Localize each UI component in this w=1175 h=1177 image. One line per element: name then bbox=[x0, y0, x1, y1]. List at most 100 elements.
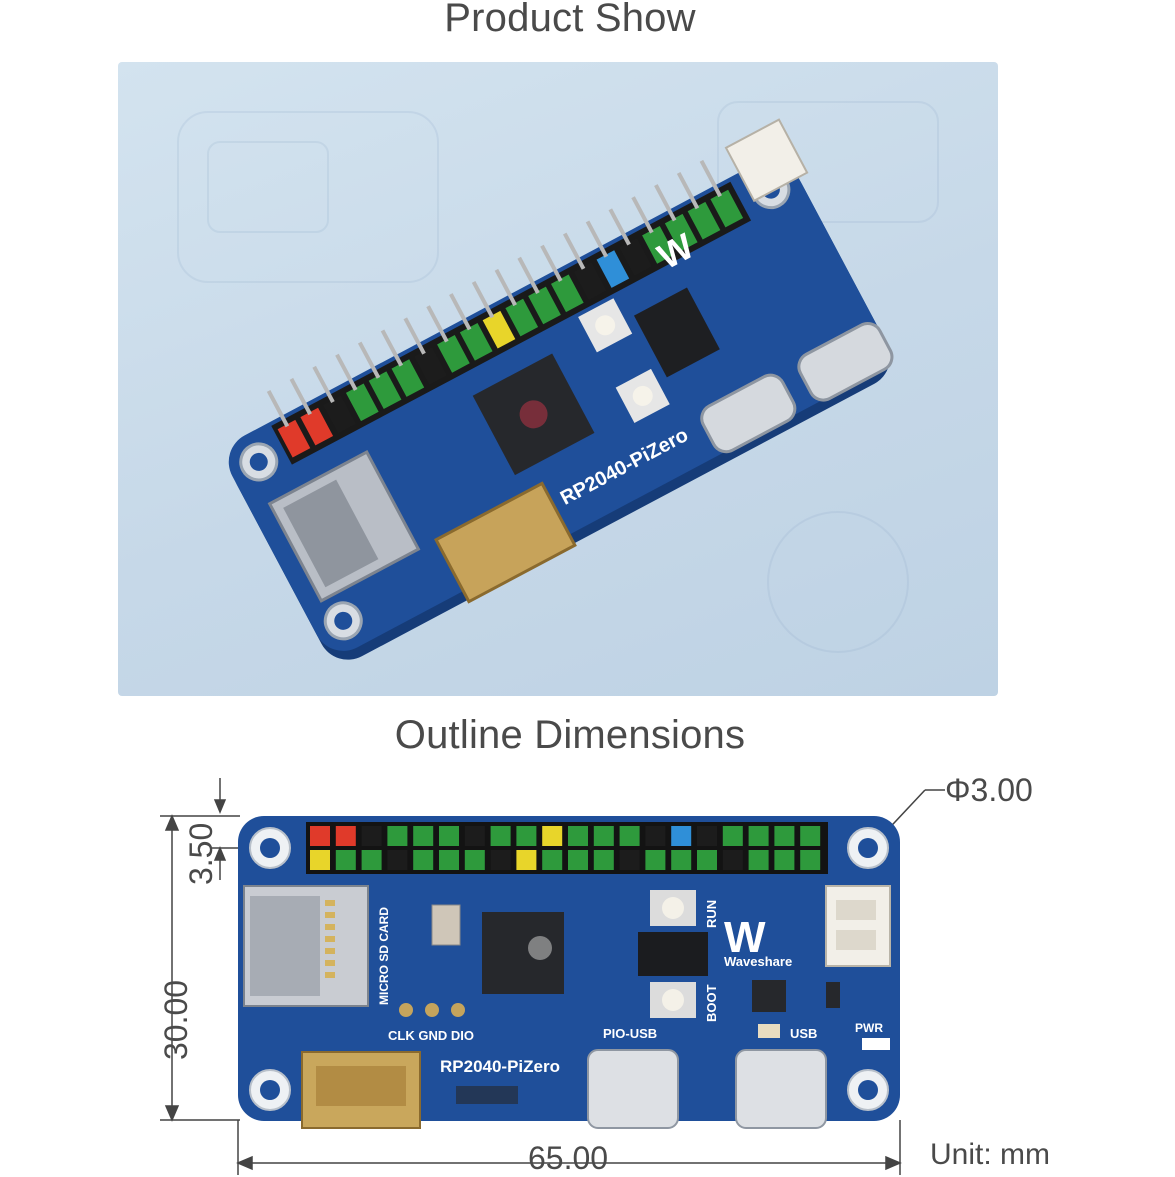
photo-header-pin bbox=[437, 335, 470, 373]
photo-header-pin bbox=[414, 347, 447, 385]
header-pin bbox=[542, 850, 563, 870]
photo-pin-post bbox=[426, 305, 449, 343]
header-pin bbox=[671, 826, 692, 846]
waveshare-logo: W bbox=[724, 913, 766, 962]
photo-header-pin bbox=[345, 383, 379, 422]
header-pin bbox=[748, 850, 769, 870]
photo-header-pin bbox=[710, 189, 744, 228]
header-pin bbox=[722, 826, 743, 846]
photo-pin-post bbox=[562, 232, 586, 270]
pio-usb-port bbox=[587, 1049, 679, 1129]
photo-header-pin bbox=[664, 213, 698, 252]
product-show-title: Product Show bbox=[444, 0, 696, 40]
header-pin bbox=[516, 826, 537, 846]
photo-pin-post bbox=[266, 390, 290, 428]
photo-header-pin bbox=[573, 262, 607, 301]
photo-header-pin bbox=[619, 238, 653, 276]
dimension-svg: MICRO SD CARD CLK GND DIO RUN BOOT W Wav… bbox=[160, 778, 945, 1175]
unit-label: Unit: mm bbox=[930, 1138, 1050, 1171]
pio-usb-label: PIO-USB bbox=[603, 1026, 657, 1041]
photo-pin-post bbox=[403, 317, 426, 355]
header-pin bbox=[645, 850, 666, 870]
photo-pin-post bbox=[631, 196, 654, 234]
rp2040-chip bbox=[482, 912, 564, 994]
header-pin bbox=[568, 850, 588, 870]
photo-pin-post bbox=[517, 256, 540, 295]
header-pin bbox=[516, 850, 537, 870]
header-pin bbox=[774, 850, 795, 870]
header-pin bbox=[361, 850, 382, 870]
photo-pin-post bbox=[676, 172, 700, 210]
photo-pin-post bbox=[312, 365, 335, 404]
width-label: 65.00 bbox=[528, 1140, 609, 1176]
photo-pin-post bbox=[699, 159, 722, 198]
pcb-outline bbox=[238, 816, 900, 1121]
header-pin bbox=[542, 826, 563, 846]
photo-header-pin bbox=[277, 419, 311, 458]
photo-pin-post bbox=[335, 353, 358, 391]
header-pin bbox=[593, 826, 614, 846]
header-pin bbox=[464, 826, 485, 846]
pwr-label: PWR bbox=[855, 1021, 883, 1035]
header-pin bbox=[464, 850, 485, 870]
header-pin bbox=[361, 826, 382, 846]
sd-label: MICRO SD CARD bbox=[377, 907, 391, 1005]
usb-label: USB bbox=[790, 1026, 817, 1041]
header-pin bbox=[619, 826, 640, 846]
photo-header-pin bbox=[687, 201, 721, 240]
photo-header-pin bbox=[505, 298, 539, 337]
header-pin bbox=[490, 826, 511, 846]
header-pin bbox=[439, 850, 459, 870]
header-pin bbox=[310, 826, 330, 846]
header-pin bbox=[593, 850, 614, 870]
photo-pin-post bbox=[654, 184, 677, 222]
photo-header-pin bbox=[391, 359, 425, 397]
header-pin bbox=[748, 826, 769, 846]
product-photo: W RP2040-PiZero bbox=[118, 62, 998, 696]
photo-pin-post bbox=[494, 268, 517, 307]
board-photo-illustration: W RP2040-PiZero bbox=[177, 101, 939, 660]
header-pin bbox=[310, 850, 330, 870]
header-pin bbox=[645, 826, 666, 846]
header-pin bbox=[413, 826, 434, 846]
header-pin bbox=[697, 826, 717, 846]
header-pin bbox=[619, 850, 640, 870]
header-pin bbox=[413, 850, 434, 870]
photo-pin-post bbox=[289, 377, 312, 416]
dimension-drawing: MICRO SD CARD CLK GND DIO RUN BOOT W Wav… bbox=[0, 760, 1175, 1176]
photo-header-pin bbox=[368, 371, 402, 410]
photo-pin-post bbox=[608, 208, 631, 246]
header-pin bbox=[387, 850, 408, 870]
header-pin bbox=[800, 850, 821, 870]
usb-port bbox=[735, 1049, 827, 1129]
photo-header-pin bbox=[642, 226, 675, 264]
header-pin bbox=[774, 826, 795, 846]
header-pin bbox=[335, 850, 356, 870]
photo-header-pin bbox=[528, 286, 561, 325]
photo-pin-post bbox=[380, 329, 404, 367]
outline-dimensions-title: Outline Dimensions bbox=[394, 713, 746, 757]
header-pin bbox=[722, 850, 743, 870]
photo-pin-post bbox=[585, 220, 609, 258]
header-pin bbox=[387, 826, 408, 846]
header-pin bbox=[800, 826, 821, 846]
header-pin bbox=[335, 826, 356, 846]
header-pin bbox=[671, 850, 692, 870]
header-pin bbox=[568, 826, 588, 846]
photo-header-pin bbox=[300, 407, 334, 446]
header-pin bbox=[439, 826, 459, 846]
brand-label: Waveshare bbox=[724, 954, 792, 969]
hole-diameter-label: Φ3.00 bbox=[945, 772, 1033, 808]
photo-header-pin bbox=[459, 322, 493, 361]
run-label: RUN bbox=[704, 900, 719, 928]
photo-pin-post bbox=[471, 281, 495, 319]
height-label: 30.00 bbox=[158, 979, 194, 1060]
photo-pin-post bbox=[449, 293, 472, 331]
clk-gnd-dio-label: CLK GND DIO bbox=[388, 1028, 474, 1043]
board-name-label: RP2040-PiZero bbox=[440, 1057, 560, 1076]
header-pin bbox=[490, 850, 511, 870]
hole-offset-label: 3.50 bbox=[183, 822, 219, 885]
jst-connector bbox=[825, 885, 891, 967]
photo-header-pin bbox=[323, 395, 356, 434]
header-pin bbox=[697, 850, 717, 870]
